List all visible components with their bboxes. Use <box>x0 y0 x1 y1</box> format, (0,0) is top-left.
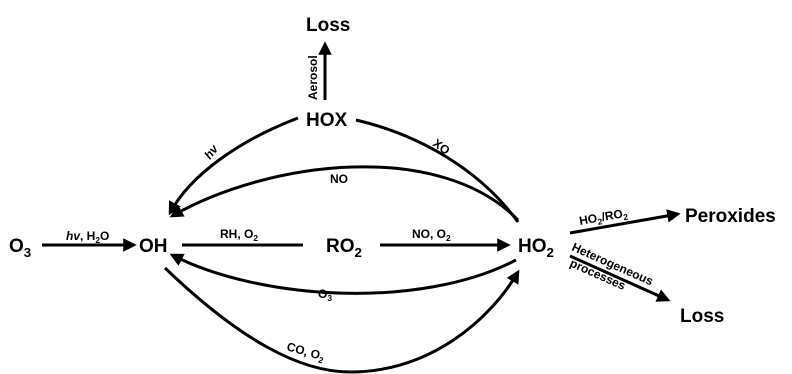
node-o3: O3 <box>9 236 31 260</box>
arrow-ho2-to-loss <box>569 254 671 302</box>
arrow-ho2-to-peroxides <box>569 209 681 235</box>
node-loss-right: Loss <box>680 306 724 327</box>
arrow-hox-to-oh <box>168 116 299 216</box>
label-no-o2: NO, O2 <box>412 227 451 243</box>
node-peroxides: Peroxides <box>685 206 776 227</box>
label-o3-lower: O3 <box>318 287 332 303</box>
arrow-ho2-to-oh-no <box>169 165 520 222</box>
node-ro2: RO2 <box>326 236 362 260</box>
node-hox: HOX <box>306 110 348 131</box>
label-no: NO <box>330 172 348 186</box>
label-ho2-ro2: HO2/RO2 <box>578 206 629 230</box>
label-rh-o2: RH, O2 <box>220 227 258 243</box>
arrow-ho2-to-oh-o3 <box>169 253 517 295</box>
label-aerosol: Aerosol <box>306 55 320 100</box>
arrow-ho2-to-hox <box>355 118 520 223</box>
node-loss-top: Loss <box>306 15 350 36</box>
label-co-o2: CO, O2 <box>285 339 327 365</box>
label-xo: XO <box>430 136 452 158</box>
node-oh: OH <box>139 236 168 257</box>
arrow-oh-to-ho2-co <box>163 266 520 374</box>
node-ho2: HO2 <box>518 236 554 260</box>
label-hv-h2o: hv, H2O <box>66 229 109 245</box>
